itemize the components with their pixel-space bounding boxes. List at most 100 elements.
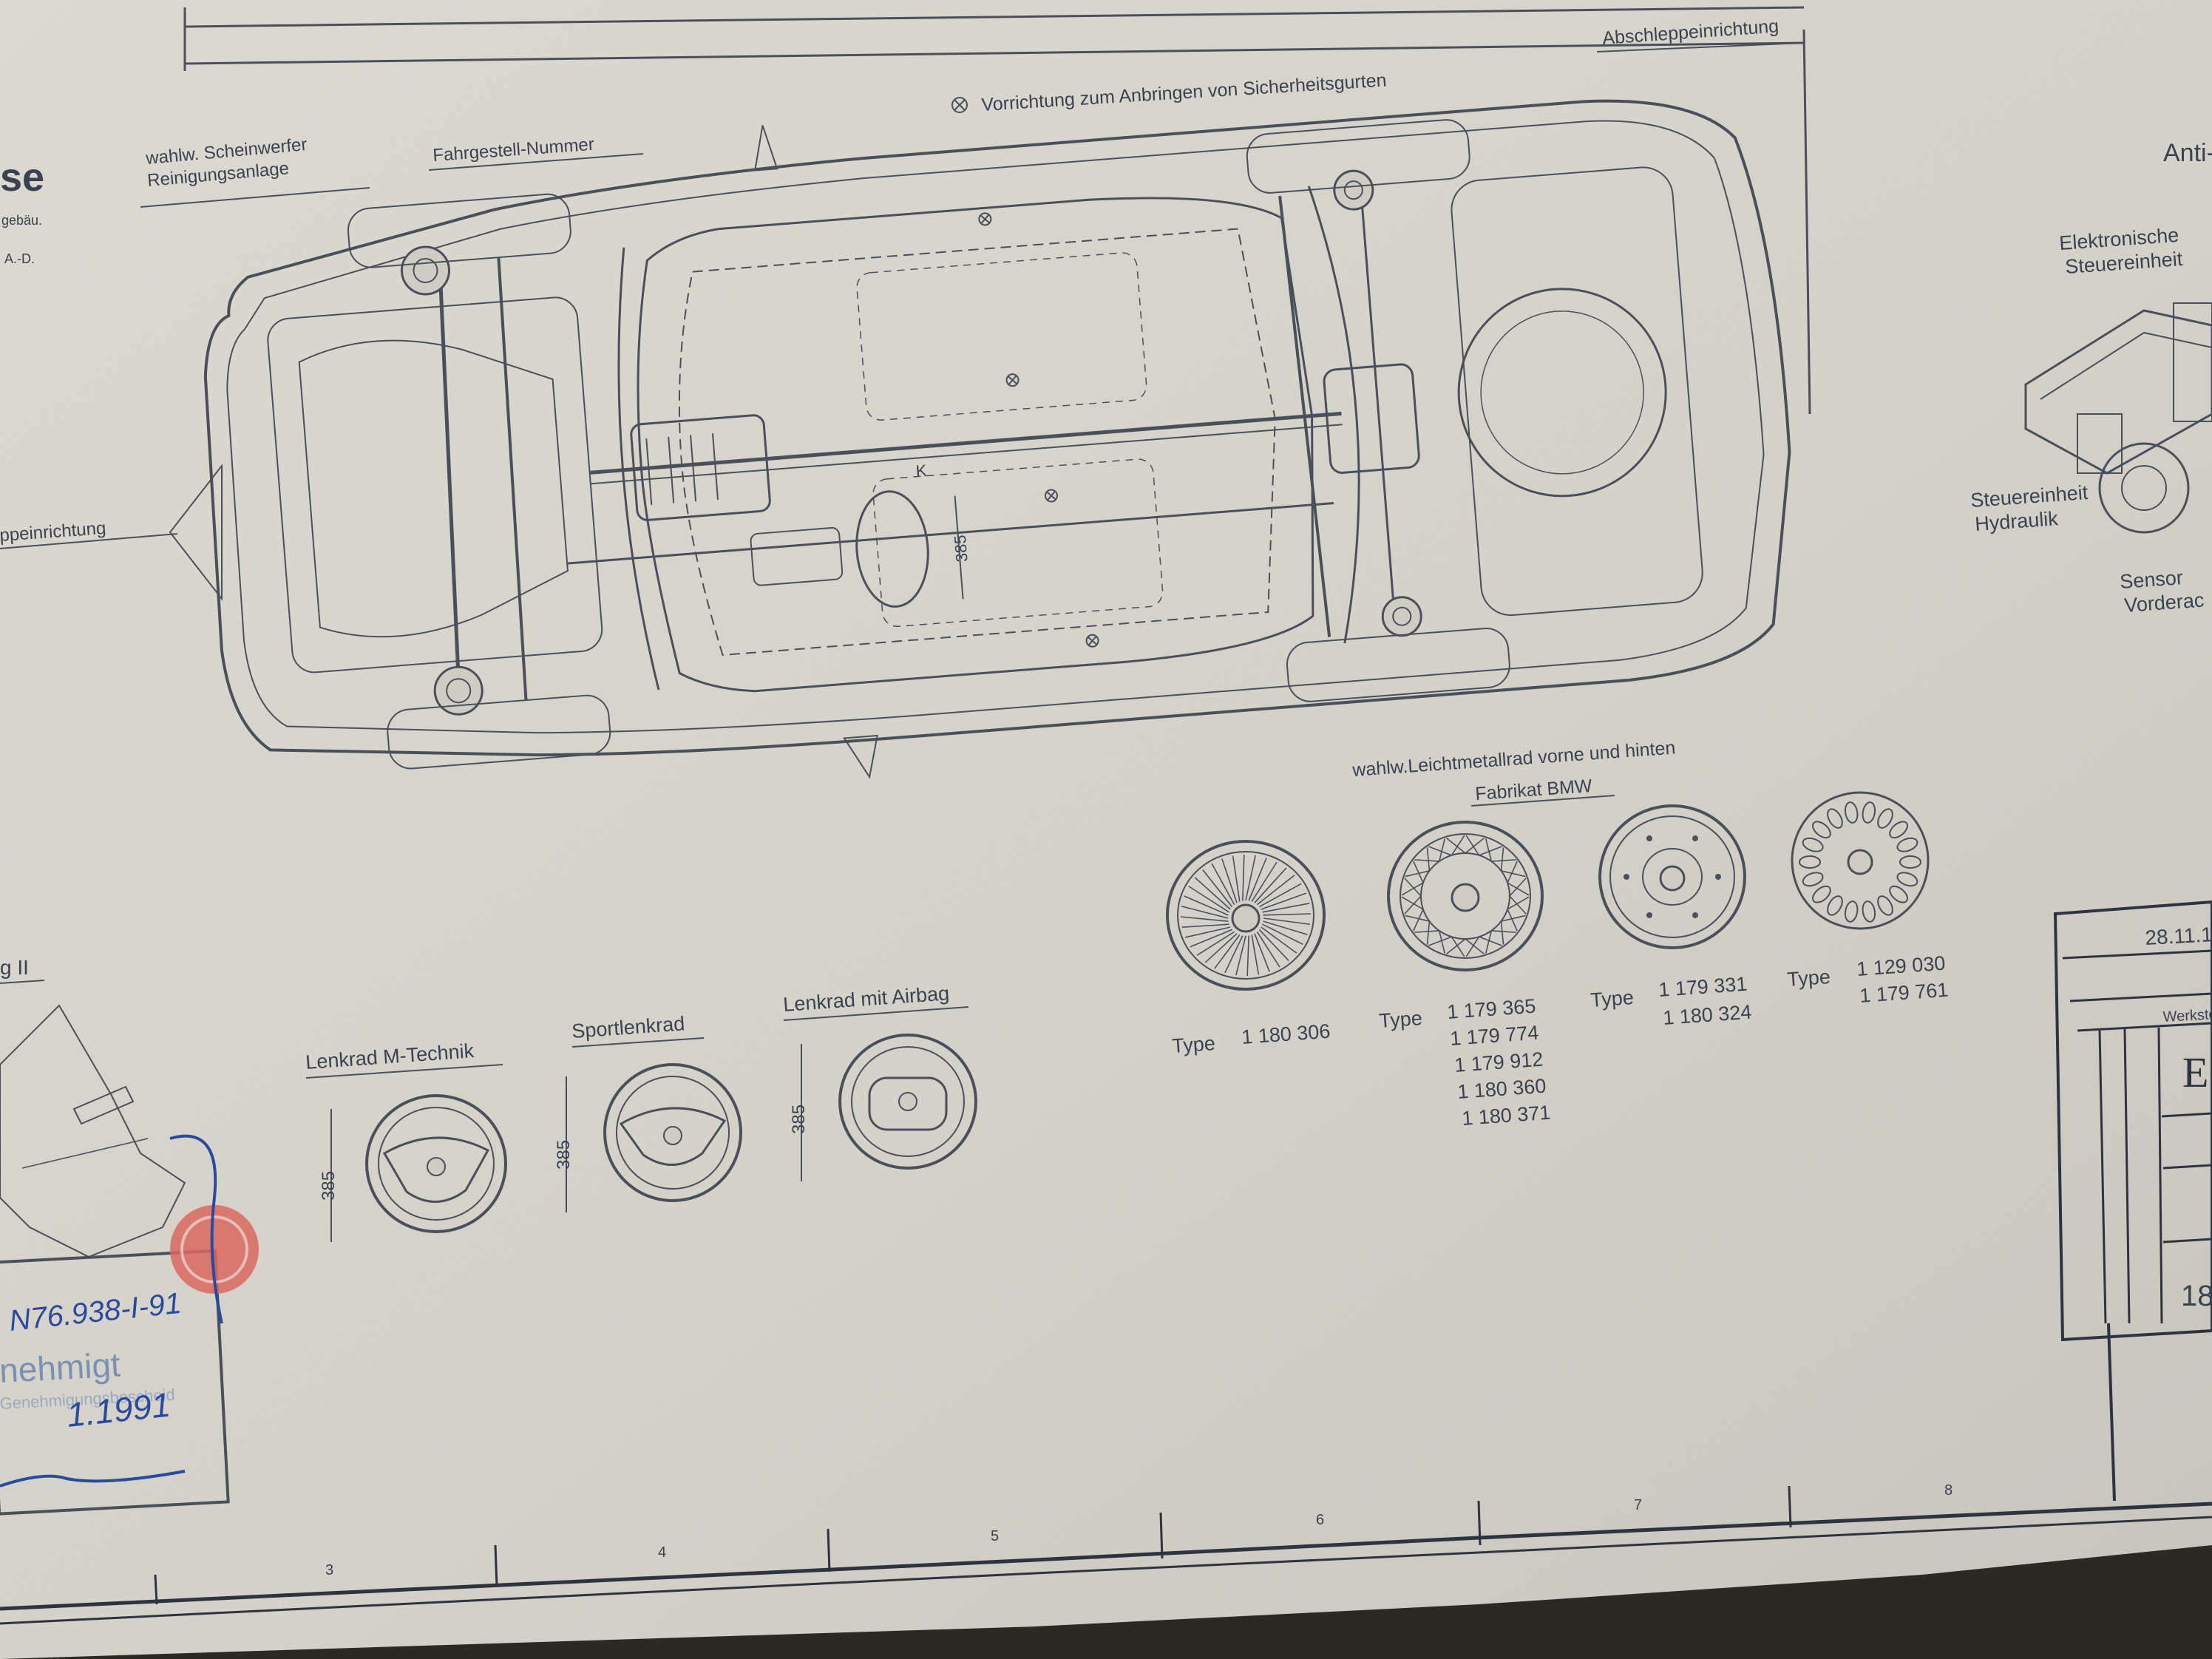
signature-stroke <box>0 1470 186 1487</box>
wheel-mesh-line <box>1479 846 1502 856</box>
wheel-petal <box>1812 885 1831 903</box>
wheel-spoke-line <box>1262 902 1310 913</box>
wheel-mesh-line <box>1500 847 1504 871</box>
wheel-spoke-line <box>1232 855 1241 902</box>
wheel-spoke-line <box>1181 905 1229 919</box>
wheel-mesh-line <box>1485 930 1493 954</box>
border-mark-4: 6 <box>1316 1512 1324 1528</box>
wheel-mesh-line <box>1465 938 1485 954</box>
title-block-letter: E <box>2182 1048 2208 1096</box>
wheel-mesh-line <box>1507 861 1519 883</box>
wheel-spoke-line <box>1188 886 1229 913</box>
wheel-mesh-line <box>1414 859 1439 862</box>
wheel-spoke-line <box>1251 934 1260 975</box>
left-small-1: gebäu. <box>1 213 42 228</box>
wheel-mesh-line <box>1428 846 1452 856</box>
wheel-petal <box>1877 895 1893 916</box>
wheel-spoke-line <box>1254 933 1270 972</box>
wheel-mesh-line <box>1465 835 1480 856</box>
wheel-spoke-line <box>1211 863 1235 905</box>
border-mark-1: 3 <box>325 1562 333 1578</box>
wheel-dot <box>1715 874 1721 880</box>
wheel-petal <box>1896 837 1918 852</box>
wheel-spoke-line <box>1194 877 1231 910</box>
wheel-mesh-line <box>1428 936 1452 946</box>
wheel-petal <box>1802 872 1824 887</box>
wheel-type-3-drawing <box>1598 804 1746 949</box>
wheel-spoke-line <box>1251 861 1278 902</box>
steering-dim-3: 385 <box>789 1105 809 1134</box>
wheel-spoke-line <box>1196 931 1235 956</box>
border-mark-5: 7 <box>1634 1497 1642 1513</box>
wheel-petal <box>1896 872 1918 887</box>
wheel-petal <box>1862 801 1876 824</box>
bottom-frame-border: 3 4 5 6 7 8 <box>0 1323 2212 1625</box>
wheel-mesh-line <box>1426 921 1431 945</box>
wheel-spoke-line <box>1262 923 1303 945</box>
wheel-mesh-line <box>1438 838 1446 862</box>
wheel-spoke-line <box>1181 923 1229 929</box>
wheel-petal <box>1844 900 1859 923</box>
label-385-inner: 385 <box>951 535 971 563</box>
wheel-petal <box>1889 885 1908 903</box>
wheel-mesh-line <box>1405 915 1430 922</box>
left-fragment-g2: g II <box>0 956 29 979</box>
wheel-petal <box>1799 855 1821 869</box>
wheel-spoke-line <box>1245 855 1256 901</box>
wheel-spoke-line <box>1258 929 1289 962</box>
wheel-2-type-label: Type <box>1378 1007 1422 1032</box>
wheel-mesh-line <box>1491 859 1516 862</box>
wheel-petal <box>1812 821 1831 839</box>
stamp-approved-text: nehmigt <box>0 1345 121 1390</box>
wheel-mesh-line <box>1485 838 1493 862</box>
wheel-type-4-drawing <box>1791 791 1930 930</box>
wheel-mesh-line <box>1465 838 1485 854</box>
belt-symbol-legend <box>951 97 968 113</box>
right-title-fragment: Anti- <box>2163 139 2212 167</box>
border-mark-2: 4 <box>658 1544 666 1561</box>
wheel-spoke-line <box>1261 892 1307 910</box>
wheel-spoke-line <box>1263 913 1311 916</box>
wheel-mesh-line <box>1507 909 1519 932</box>
wheel-dot <box>1646 912 1652 918</box>
left-header-fragment: se <box>0 155 44 200</box>
wheel-spoke-line <box>1214 934 1241 969</box>
wheel-spoke-line <box>1263 920 1308 935</box>
wheel-spoke-line <box>1256 931 1280 968</box>
wheel-type-1-drawing <box>1166 840 1326 991</box>
wheel-mesh-line <box>1491 930 1516 933</box>
wheel-spoke-line <box>1242 854 1245 901</box>
wheel-mesh-line <box>1405 870 1430 878</box>
wheel-mesh-line <box>1412 909 1424 932</box>
wheel-petal <box>1802 837 1824 852</box>
wheel-spoke-line <box>1263 917 1311 926</box>
wheel-dot <box>1624 874 1629 880</box>
wheel-mesh-line <box>1401 896 1424 910</box>
wheel-spoke-line <box>1246 935 1249 977</box>
wheel-spoke-line <box>1258 883 1302 908</box>
wheel-mesh-line <box>1446 838 1466 854</box>
label-k: K <box>915 461 928 481</box>
wheel-spoke-line <box>1180 916 1229 922</box>
wheel-petal <box>1827 895 1843 916</box>
wheel-spoke-line <box>1235 935 1246 976</box>
wheel-mesh-line <box>1501 915 1526 922</box>
wheel-spoke-line <box>1190 929 1232 948</box>
wheel-mesh-line <box>1509 878 1527 897</box>
wheel-mesh-line <box>1465 936 1480 957</box>
wheel-spoke-line <box>1204 933 1238 963</box>
abs-unit-drawing <box>2024 302 2212 534</box>
wheel-dot <box>1692 912 1698 918</box>
title-block: 28.11.19 Werkstoff E 18 <box>2053 900 2212 1342</box>
wheel-spoke-line <box>1254 867 1287 903</box>
wheel-dot <box>1646 835 1652 842</box>
top-dimension-lines <box>183 6 1811 415</box>
border-mark-6: 8 <box>1944 1482 1953 1499</box>
wheel-mesh-line <box>1451 936 1465 957</box>
label-sensor-1: Sensor <box>2119 566 2183 593</box>
title-block-row-label: Werkstoff <box>2162 1006 2212 1025</box>
wheel-mesh-line <box>1479 936 1502 946</box>
wheel-spoke-line <box>1261 926 1297 954</box>
